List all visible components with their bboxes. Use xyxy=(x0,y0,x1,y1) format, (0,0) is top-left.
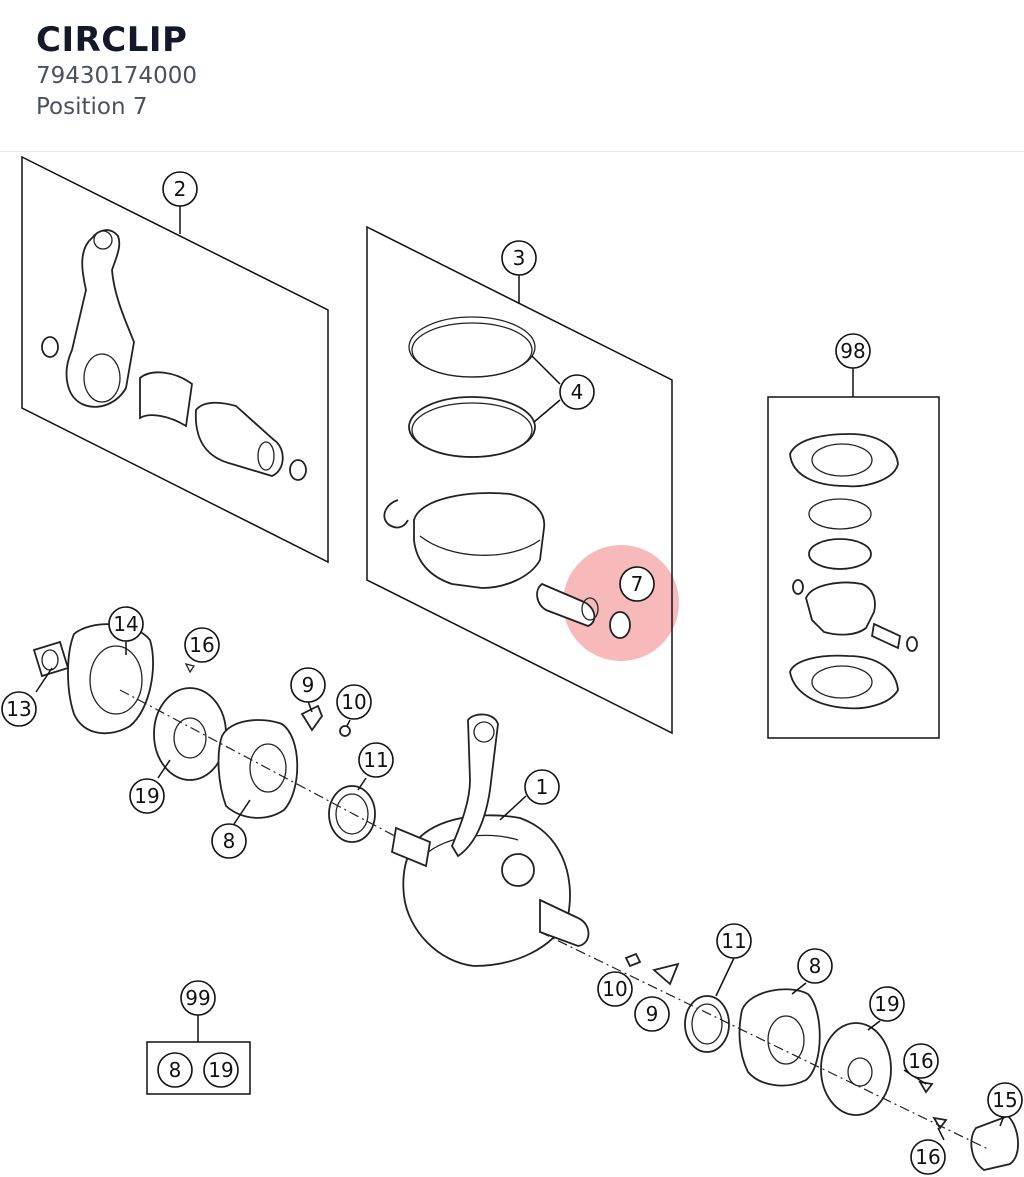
svg-text:1: 1 xyxy=(536,775,549,799)
svg-text:8: 8 xyxy=(809,954,822,978)
svg-text:2: 2 xyxy=(174,177,187,201)
callout-1[interactable]: 1 xyxy=(524,769,560,805)
svg-text:16: 16 xyxy=(908,1049,933,1073)
right-drive-parts xyxy=(539,931,1019,1171)
svg-text:11: 11 xyxy=(721,929,746,953)
svg-text:10: 10 xyxy=(341,690,366,714)
callout-14[interactable]: 14 xyxy=(108,606,144,642)
callout-10[interactable]: 10 xyxy=(336,684,372,720)
svg-text:9: 9 xyxy=(646,1002,659,1026)
callout-16-bottom[interactable]: 16 xyxy=(910,1139,946,1175)
callout-11[interactable]: 11 xyxy=(358,742,394,778)
svg-text:16: 16 xyxy=(915,1145,940,1169)
callout-3[interactable]: 3 xyxy=(501,240,537,276)
callout-7[interactable]: 7 xyxy=(619,566,655,602)
svg-text:19: 19 xyxy=(134,784,159,808)
panel-piston-assembly xyxy=(366,225,673,735)
callout-16[interactable]: 16 xyxy=(184,627,220,663)
panel-top-end-kit xyxy=(767,368,940,739)
callout-99[interactable]: 99 xyxy=(180,980,216,1016)
callout-16-right[interactable]: 16 xyxy=(903,1043,939,1079)
callout-labels: 2 3 4 98 7 14 16 13 9 10 11 1 19 8 99 8 … xyxy=(1,171,1023,1175)
svg-text:8: 8 xyxy=(223,829,236,853)
svg-text:16: 16 xyxy=(189,633,214,657)
part-title: CIRCLIP xyxy=(36,20,188,60)
page-header: CIRCLIP 79430174000 Position 7 xyxy=(0,0,1024,152)
svg-text:9: 9 xyxy=(302,673,315,697)
part-number: 79430174000 xyxy=(36,63,197,89)
callout-19-kit[interactable]: 19 xyxy=(203,1052,239,1088)
svg-text:99: 99 xyxy=(185,986,210,1010)
callout-19[interactable]: 19 xyxy=(129,778,165,814)
callout-10-right[interactable]: 10 xyxy=(597,971,633,1007)
callout-11-right[interactable]: 11 xyxy=(716,923,752,959)
svg-text:10: 10 xyxy=(602,977,627,1001)
svg-text:7: 7 xyxy=(631,572,644,596)
callout-8[interactable]: 8 xyxy=(211,823,247,859)
callout-19-right[interactable]: 19 xyxy=(869,986,905,1022)
part-position: Position 7 xyxy=(36,94,148,120)
panel-connecting-rod xyxy=(21,155,329,564)
panel-bearing-kit xyxy=(146,1015,251,1095)
callout-98[interactable]: 98 xyxy=(835,333,871,369)
svg-text:3: 3 xyxy=(513,246,526,270)
svg-text:13: 13 xyxy=(6,697,31,721)
callout-8-right[interactable]: 8 xyxy=(797,948,833,984)
callout-13[interactable]: 13 xyxy=(1,691,37,727)
callout-15[interactable]: 15 xyxy=(987,1082,1023,1118)
svg-text:19: 19 xyxy=(874,992,899,1016)
svg-text:8: 8 xyxy=(169,1058,182,1082)
callout-9[interactable]: 9 xyxy=(290,667,326,703)
svg-text:98: 98 xyxy=(840,339,865,363)
svg-text:19: 19 xyxy=(208,1058,233,1082)
callout-9-right[interactable]: 9 xyxy=(634,996,670,1032)
svg-text:4: 4 xyxy=(571,380,584,404)
svg-text:11: 11 xyxy=(363,748,388,772)
svg-text:14: 14 xyxy=(113,612,138,636)
svg-text:15: 15 xyxy=(992,1088,1017,1112)
callout-8-kit[interactable]: 8 xyxy=(157,1052,193,1088)
crankshaft xyxy=(390,713,590,967)
callout-2[interactable]: 2 xyxy=(162,171,198,207)
callout-4[interactable]: 4 xyxy=(559,374,595,410)
left-drive-parts xyxy=(32,623,441,861)
